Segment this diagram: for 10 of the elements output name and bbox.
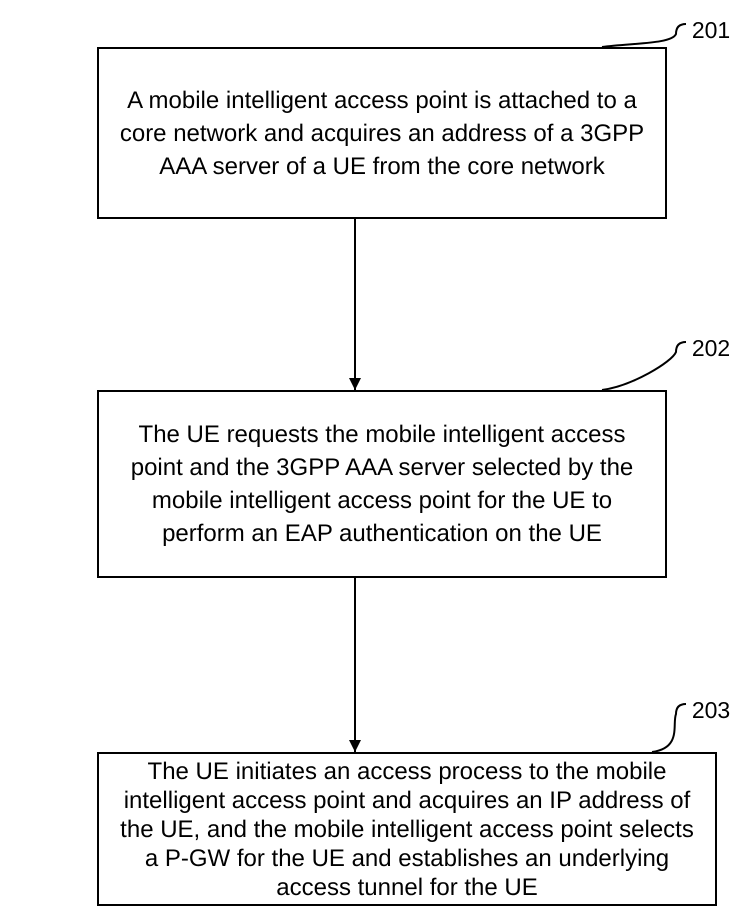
step-text: The UE initiates an access process to the mobile intelligent access point and acquires an IP address of the UE, and the mobile intelligent access point selects a P-GW for the UE and establishes an underlying access tunnel for the UE [119,756,695,902]
step-text: The UE requests the mobile intelligent access point and the 3GPP AAA server selected by the mobile intelligent access point for the UE to perform an EAP authentication on the UE [130,420,634,549]
step-text: A mobile intelligent access point is attached to a core network and acquires an address of a 3GPP AAA server of a UE from the core network [118,86,646,182]
process-box [97,47,667,219]
callout-number: 201 [692,16,730,44]
callout-number: 203 [692,696,730,724]
arrow [349,578,361,752]
callout-number: 202 [692,334,730,362]
arrow [349,219,361,390]
process-box [97,390,667,578]
